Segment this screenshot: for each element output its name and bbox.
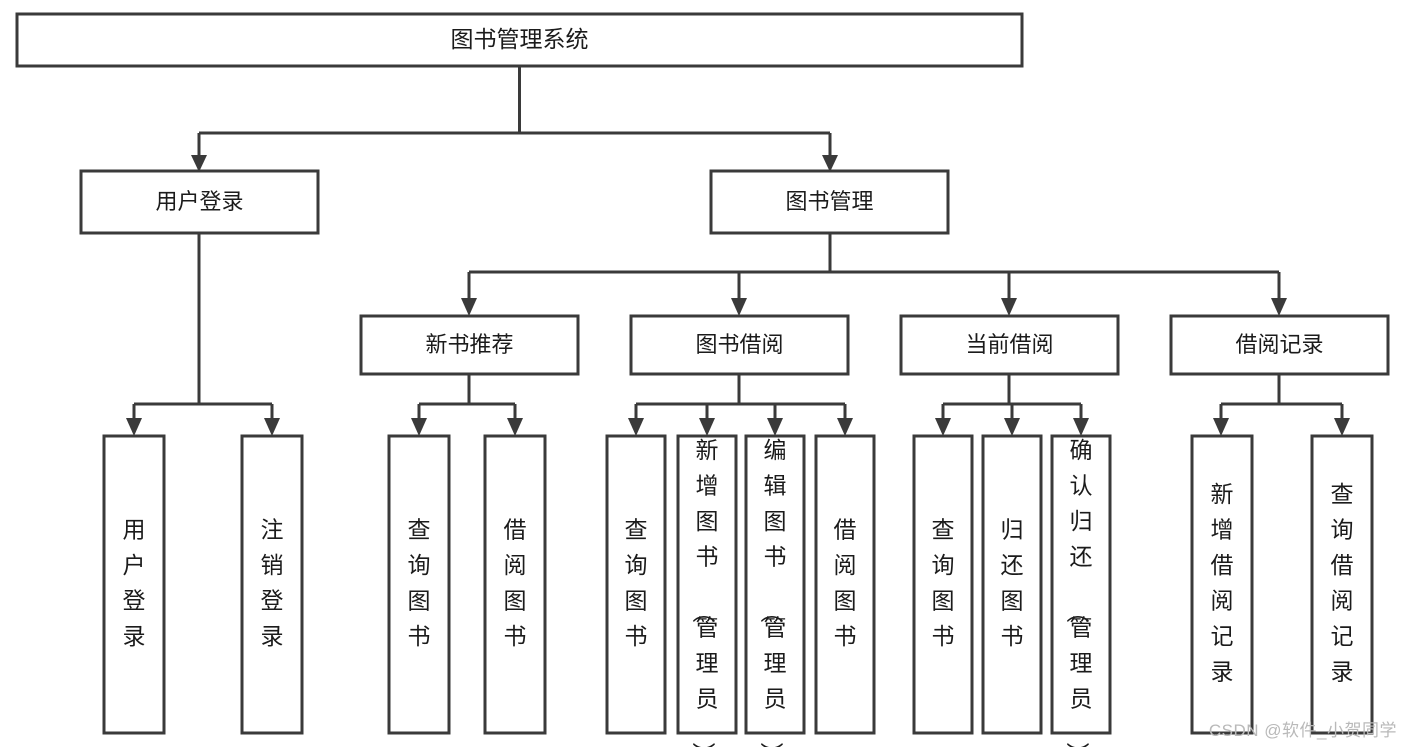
leaf-node-logout-login[interactable] (240, 434, 304, 735)
arrowhead-leaf-logout (264, 418, 280, 436)
node-box-borrow-record[interactable] (1169, 314, 1390, 376)
leaf-label-query-book-recommend: 查询图书 (408, 517, 431, 650)
node-label-root: 图书管理系统 (451, 26, 589, 52)
leaf-box-query-borrow-record[interactable] (1310, 434, 1374, 735)
connector-new-book-recommend-to-leaves (417, 374, 517, 422)
leaf-node-query-borrow-record[interactable] (1310, 434, 1374, 735)
arrowhead-leaf-borrow-book-2 (837, 418, 853, 436)
leaf-box-add-book-admin[interactable] (676, 434, 738, 735)
node-box-current-borrow[interactable] (899, 314, 1120, 376)
arrowhead-leaf-user-login (126, 418, 142, 436)
connector-book-manage-to-level3 (467, 233, 1281, 302)
node-label-book-manage: 图书管理 (785, 189, 873, 214)
node-book-manage[interactable]: 图书管理 (709, 169, 950, 235)
arrowhead-to-borrow-record (1271, 298, 1287, 316)
node-book-borrow[interactable]: 图书借阅 (629, 314, 850, 376)
leaf-label-return-book: 归还图书 (1001, 517, 1024, 650)
connector-current-borrow-to-leaves (941, 374, 1083, 422)
leaf-label-borrow-book-recommend: 借阅图书 (504, 517, 527, 650)
arrowhead-leaf-add-book (699, 418, 715, 436)
node-box-root[interactable] (15, 12, 1024, 68)
node-label-book-borrow: 图书借阅 (695, 332, 783, 357)
leaf-box-query-book-current[interactable] (912, 434, 974, 735)
leaf-box-query-book-recommend[interactable] (387, 434, 451, 735)
leaf-label-confirm-return-admin: 确认归还（管理员） (1065, 437, 1093, 747)
leaf-node-query-book-borrow[interactable] (605, 434, 667, 735)
connector-book-borrow-to-leaves (634, 374, 847, 422)
arrowhead-leaf-return-book (1004, 418, 1020, 436)
connector-borrow-record-to-leaves (1219, 374, 1344, 422)
leaf-node-add-book-admin[interactable] (676, 434, 738, 735)
arrowhead-leaf-query-book-3 (935, 418, 951, 436)
leaf-box-edit-book-admin[interactable] (744, 434, 806, 735)
leaf-label-user-login: 用户登录 (123, 517, 146, 650)
leaf-box-query-book-borrow[interactable] (605, 434, 667, 735)
arrowhead-leaf-add-record (1213, 418, 1229, 436)
arrowhead-to-user-login (191, 155, 207, 172)
arrowhead-leaf-query-book-2 (628, 418, 644, 436)
leaf-node-user-login[interactable] (102, 434, 166, 735)
arrowhead-to-current-borrow (1001, 298, 1017, 316)
leaf-box-return-book[interactable] (981, 434, 1043, 735)
leaf-label-layer: 用户登录 注销登录 查询图书 借阅图书 查询图书 新增图书（管理员） 编辑图书（管理员） 借阅… (123, 437, 1354, 747)
leaf-node-return-book[interactable] (981, 434, 1043, 735)
node-box-book-borrow[interactable] (629, 314, 850, 376)
connector-layer (126, 66, 1350, 436)
leaf-box-borrow-book-borrow[interactable] (814, 434, 876, 735)
node-borrow-record[interactable]: 借阅记录 (1169, 314, 1390, 376)
leaf-node-edit-book-admin[interactable] (744, 434, 806, 735)
connector-root-to-level2 (197, 66, 832, 158)
leaf-node-add-borrow-record[interactable] (1190, 434, 1254, 735)
node-user-login[interactable]: 用户登录 (79, 169, 320, 235)
leaf-label-add-borrow-record: 新增借阅记录 (1211, 481, 1234, 685)
arrowhead-leaf-query-record (1334, 418, 1350, 436)
node-label-current-borrow: 当前借阅 (965, 332, 1053, 357)
leaf-label-query-book-borrow: 查询图书 (625, 517, 648, 650)
leaf-box-borrow-book-recommend[interactable] (483, 434, 547, 735)
node-box-user-login[interactable] (79, 169, 320, 235)
node-label-user-login: 用户登录 (155, 189, 243, 214)
node-box-book-manage[interactable] (709, 169, 950, 235)
leaf-label-edit-book-admin: 编辑图书（管理员） (759, 437, 787, 747)
connector-user-login-to-leaves (132, 233, 274, 422)
leaf-label-borrow-book-borrow: 借阅图书 (834, 517, 857, 650)
node-root-system[interactable]: 图书管理系统 (15, 12, 1024, 68)
arrowhead-to-book-borrow (731, 298, 747, 316)
arrowhead-leaf-confirm-return (1073, 418, 1089, 436)
node-current-borrow[interactable]: 当前借阅 (899, 314, 1120, 376)
leaf-box-logout-login[interactable] (240, 434, 304, 735)
leaf-node-borrow-book-recommend[interactable] (483, 434, 547, 735)
arrowhead-leaf-edit-book (767, 418, 783, 436)
leaf-node-query-book-recommend[interactable] (387, 434, 451, 735)
leaf-box-add-borrow-record[interactable] (1190, 434, 1254, 735)
leaf-label-query-book-current: 查询图书 (932, 517, 955, 650)
node-box-new-book-recommend[interactable] (359, 314, 580, 376)
arrowhead-to-new-book-recommend (461, 298, 477, 316)
leaf-label-add-book-admin: 新增图书（管理员） (691, 437, 719, 747)
leaf-label-query-borrow-record: 查询借阅记录 (1331, 481, 1354, 685)
node-label-borrow-record: 借阅记录 (1235, 332, 1323, 357)
arrowhead-to-book-manage (822, 155, 838, 172)
leaf-box-confirm-return-admin[interactable] (1050, 434, 1112, 735)
leaf-node-confirm-return-admin[interactable] (1050, 434, 1112, 735)
leaf-label-logout-login: 注销登录 (261, 517, 284, 650)
leaf-node-borrow-book-borrow[interactable] (814, 434, 876, 735)
leaf-box-user-login[interactable] (102, 434, 166, 735)
leaf-node-query-book-current[interactable] (912, 434, 974, 735)
arrowhead-leaf-query-book-1 (411, 418, 427, 436)
node-label-new-book-recommend: 新书推荐 (425, 332, 513, 357)
node-new-book-recommend[interactable]: 新书推荐 (359, 314, 580, 376)
arrowhead-leaf-borrow-book-1 (507, 418, 523, 436)
csdn-watermark: CSDN @软件_小贺同学 (1208, 721, 1397, 740)
